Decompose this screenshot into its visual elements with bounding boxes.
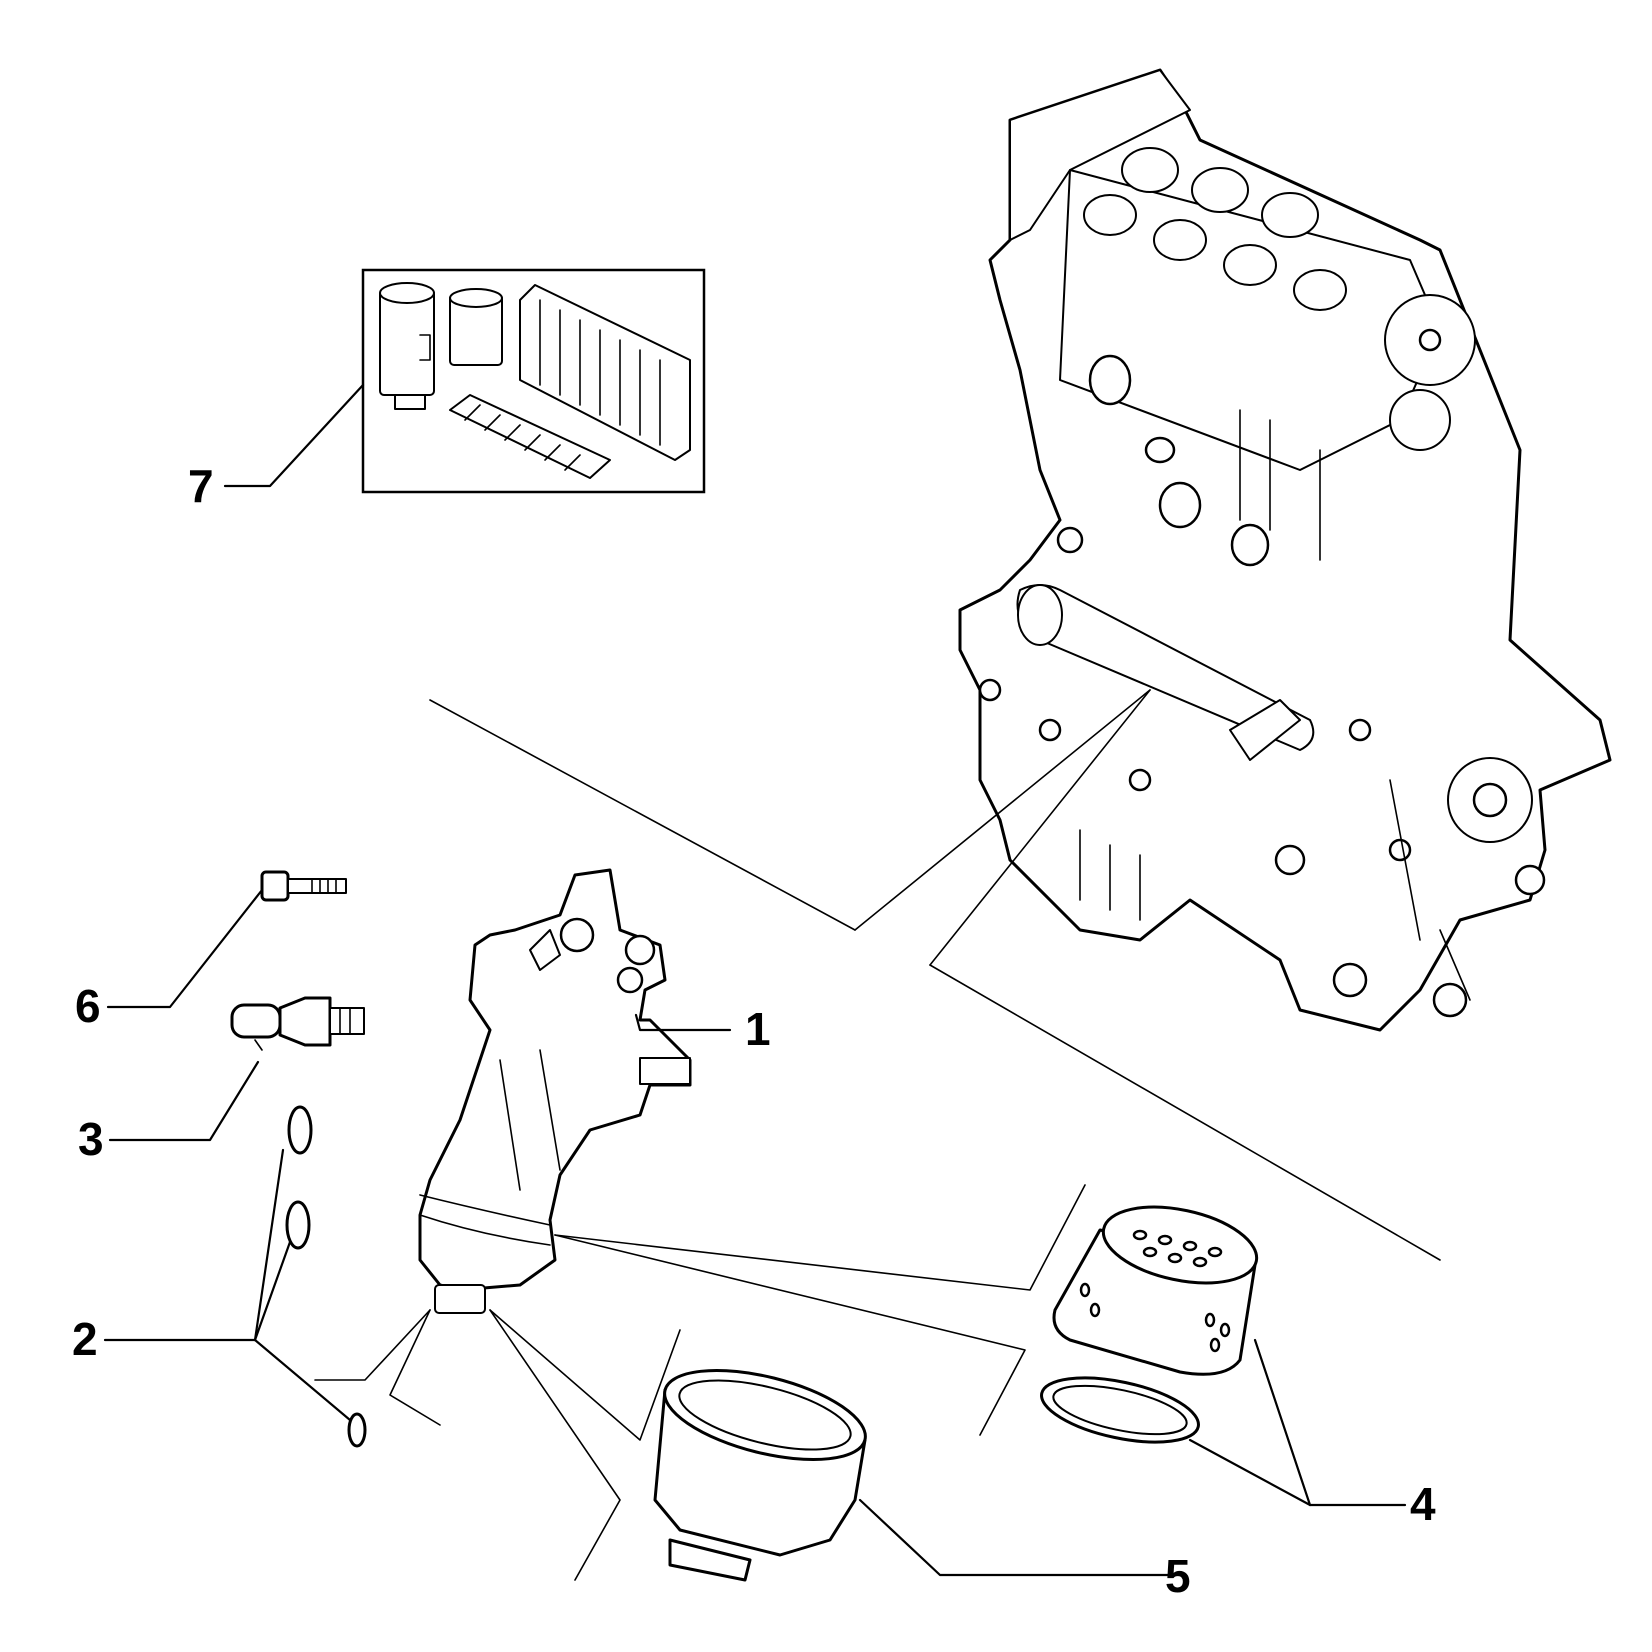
oil-filter-tall-icon xyxy=(379,289,435,396)
filter-cartridge-part xyxy=(1040,1205,1259,1444)
callout-6: 6 xyxy=(75,980,101,1032)
screw-part xyxy=(260,870,347,902)
cabin-filter-icon xyxy=(449,394,611,479)
callout-2: 2 xyxy=(72,1313,98,1365)
engine-assembly xyxy=(958,68,1612,1032)
callout-1: 1 xyxy=(745,1003,771,1055)
air-filter-panel-icon xyxy=(519,284,691,461)
callout-7: 7 xyxy=(188,460,214,512)
oil-pressure-sensor-part xyxy=(230,996,365,1051)
leader-lines xyxy=(103,383,1407,1577)
oil-filter-housing-part xyxy=(418,868,692,1314)
callout-3: 3 xyxy=(78,1113,104,1165)
callout-4: 4 xyxy=(1410,1478,1436,1530)
guide-lines xyxy=(314,689,1441,1581)
filter-kit-box xyxy=(361,268,706,494)
filter-cap-part xyxy=(653,1368,867,1582)
callout-labels: 1 2 3 4 5 6 7 xyxy=(72,460,1436,1602)
callout-5: 5 xyxy=(1165,1550,1191,1602)
o-rings-part xyxy=(285,1105,367,1448)
cartridge-perforations xyxy=(1079,1229,1231,1353)
